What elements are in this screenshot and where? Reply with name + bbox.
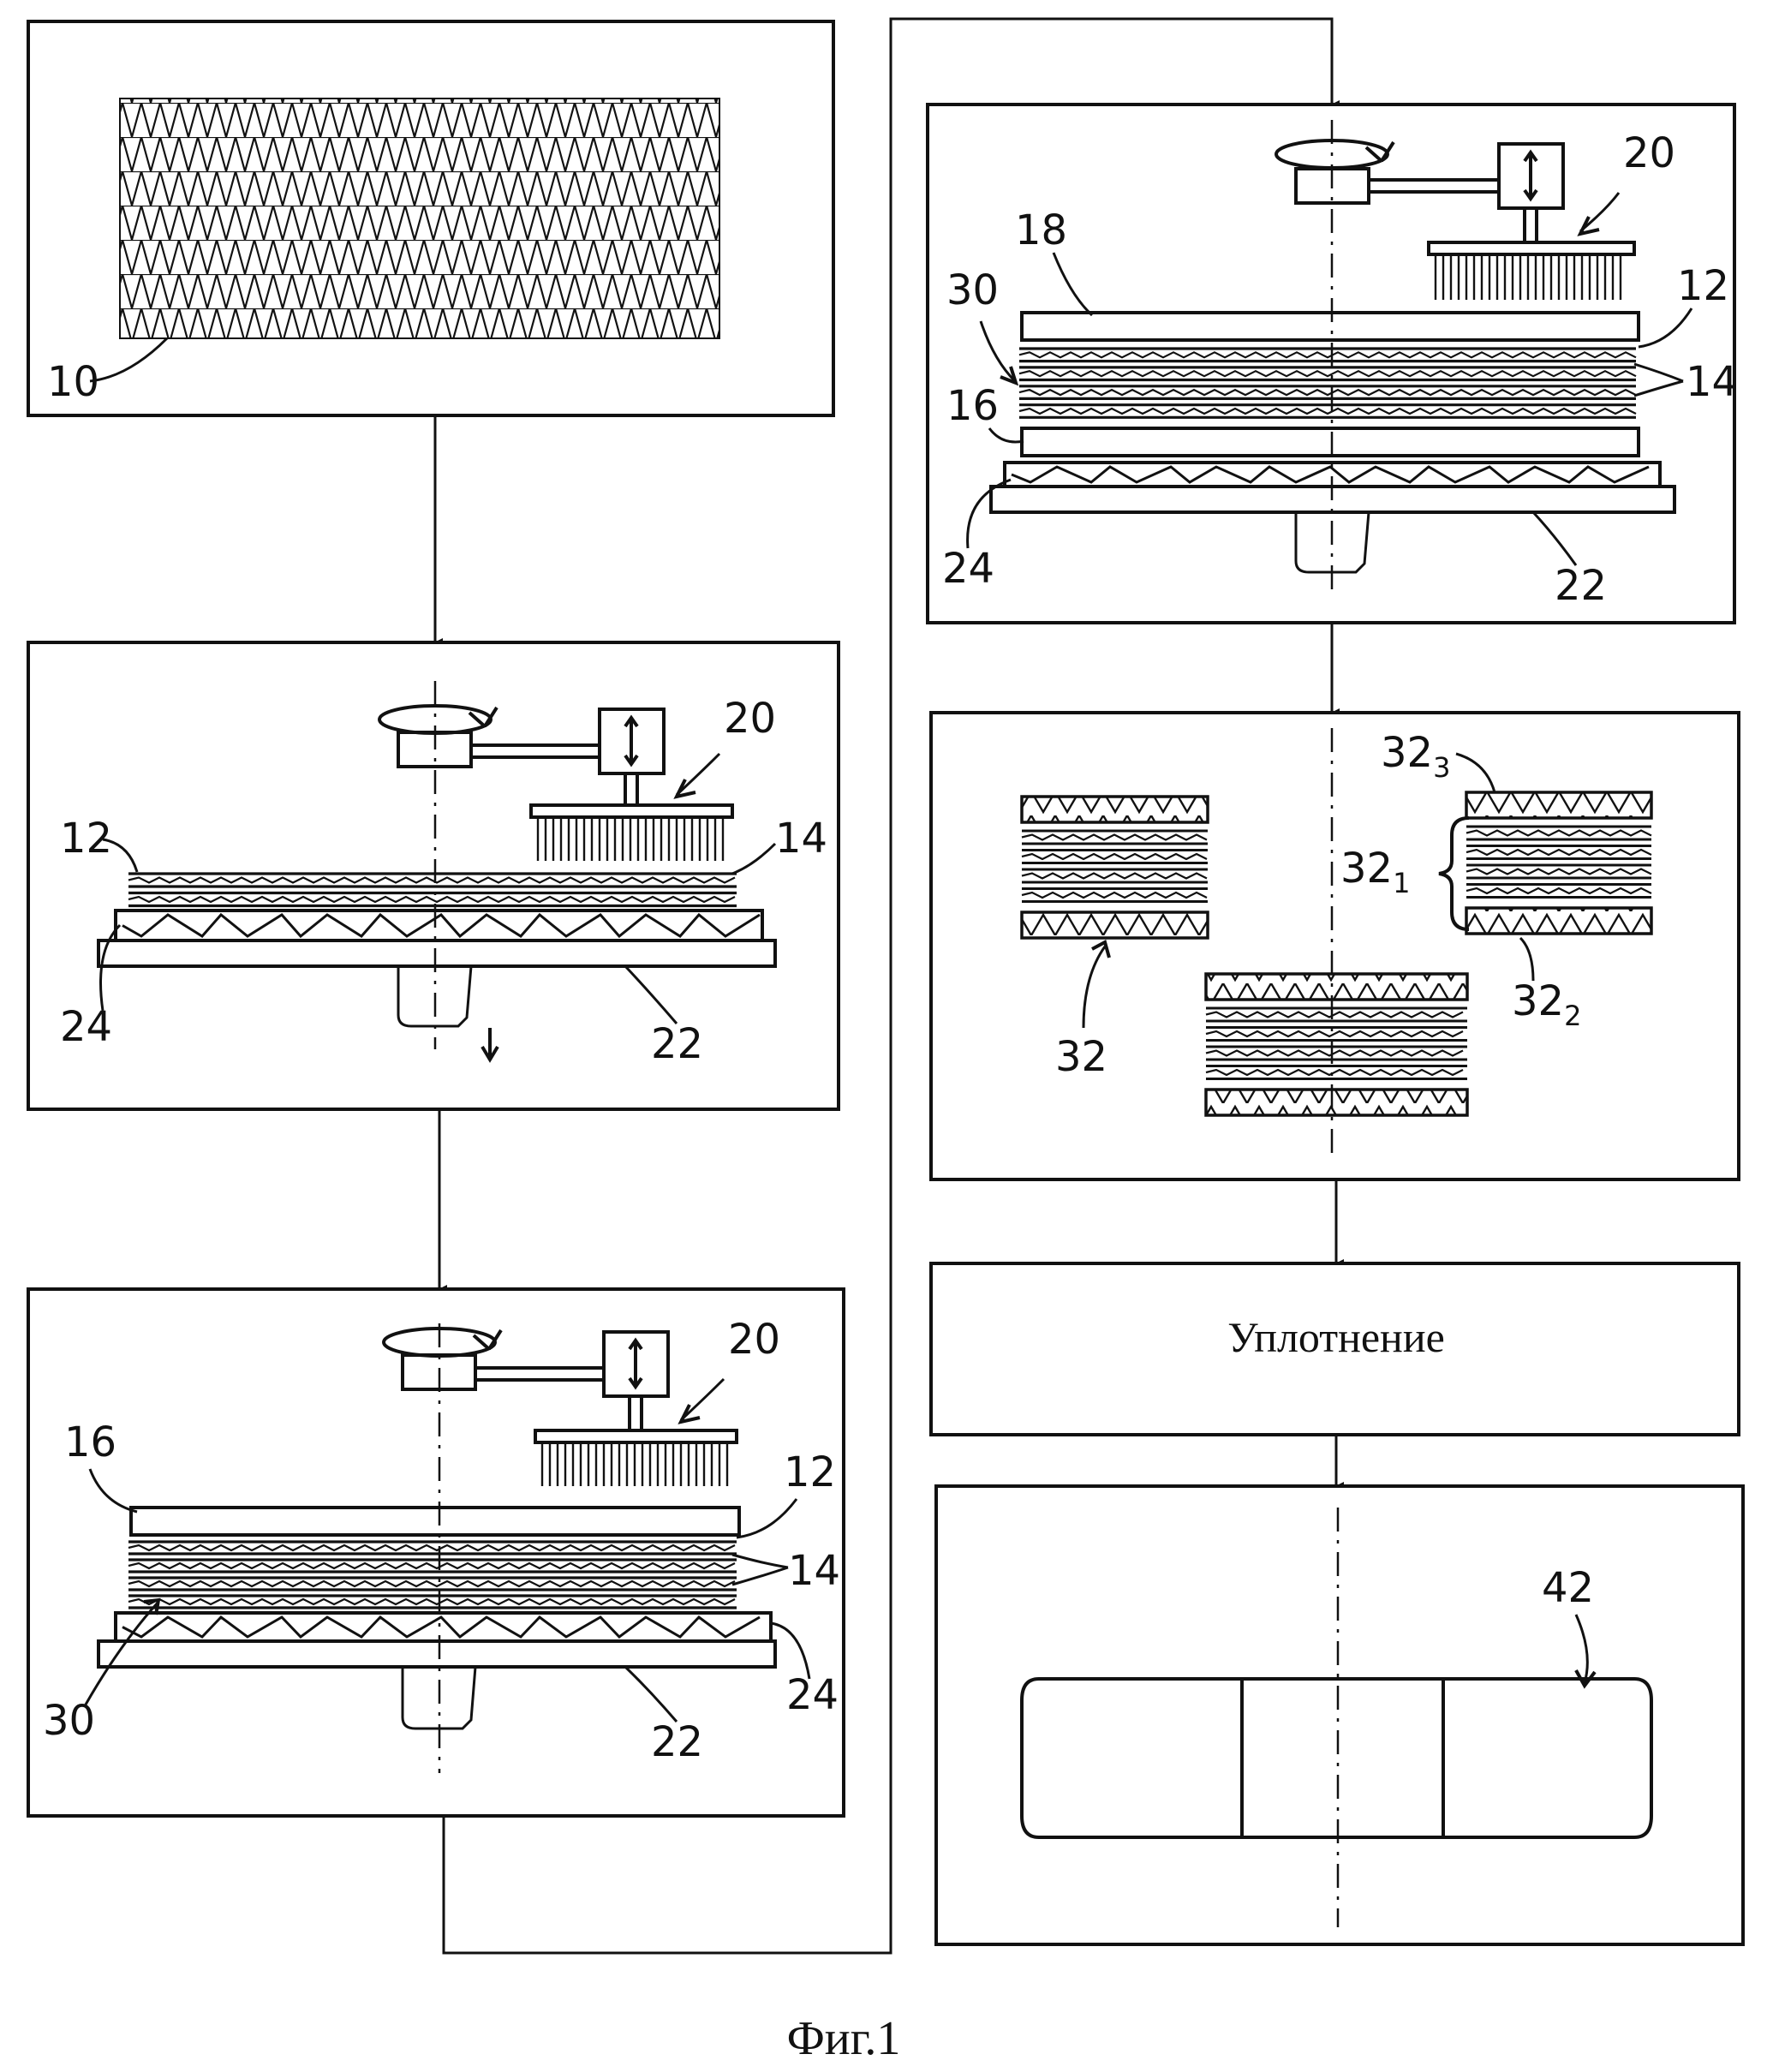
label-42: 42: [1542, 1564, 1594, 1612]
label-14: 14: [775, 815, 827, 863]
step-cut-annular-parts: 32 323 321 322: [931, 713, 1739, 1179]
label-18: 18: [1015, 206, 1067, 254]
label-12: 12: [784, 1448, 836, 1496]
step-needling-top-layer: 20 16 12 14 30 24 22: [28, 1289, 844, 1816]
label-24: 24: [60, 1003, 112, 1051]
label-14: 14: [1686, 358, 1738, 406]
label-22: 22: [651, 1718, 703, 1766]
label-20: 20: [724, 695, 776, 743]
label-22: 22: [1555, 562, 1607, 610]
fabric-lattice: [120, 99, 719, 338]
label-24: 24: [942, 545, 994, 593]
label-14: 14: [788, 1547, 840, 1595]
step-disc: 42: [936, 1486, 1743, 1944]
step-densification: Уплотнение: [931, 1263, 1739, 1435]
step-needling-first: 20 12 14 24 22: [28, 642, 839, 1109]
step-fabric: 10: [28, 21, 833, 415]
label-24: 24: [786, 1671, 839, 1719]
figure-caption: Фиг.1: [787, 2012, 901, 2065]
label-12: 12: [1677, 262, 1729, 310]
label-30: 30: [946, 266, 999, 314]
label-16: 16: [64, 1418, 116, 1466]
label-20: 20: [728, 1316, 780, 1364]
label-32: 32: [1055, 1033, 1107, 1081]
label-22: 22: [651, 1020, 703, 1068]
label-20: 20: [1623, 129, 1675, 177]
label-16: 16: [946, 382, 999, 430]
label-10: 10: [47, 358, 99, 406]
densification-label: Уплотнение: [1227, 1313, 1445, 1361]
step-needling-complete-preform: 20 18 30 12 14 16 24 22: [928, 104, 1738, 623]
